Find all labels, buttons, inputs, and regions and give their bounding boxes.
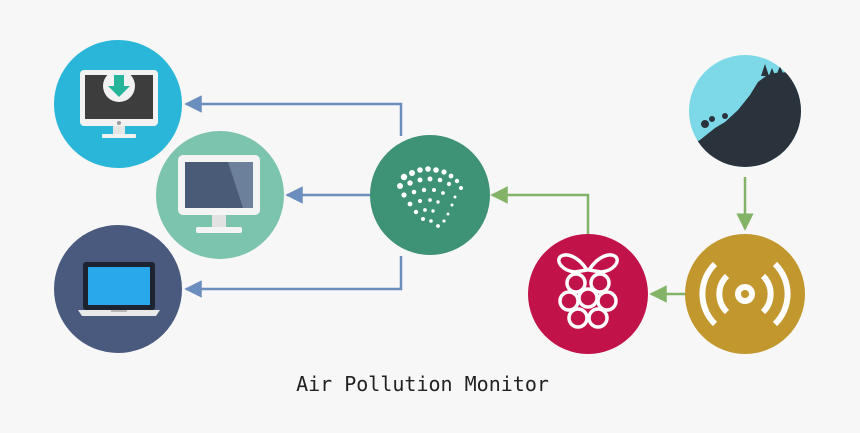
node-raspberry-pi	[528, 234, 648, 354]
node-laptop	[54, 225, 182, 353]
edge-iota-to-laptop	[184, 256, 403, 298]
edge-raspberry-pi-to-iota	[490, 186, 590, 235]
wireless-sensor-icon	[699, 261, 791, 327]
mountain-icon	[690, 64, 801, 167]
node-desktop-monitor	[156, 131, 284, 259]
iota-logo-icon	[397, 166, 463, 228]
edges	[184, 95, 754, 303]
laptop-icon	[78, 262, 160, 316]
node-iota	[370, 135, 490, 255]
node-environment	[689, 55, 801, 167]
diagram-caption: Air Pollution Monitor	[296, 372, 549, 396]
raspberry-pi-icon	[557, 253, 619, 329]
desktop-monitor-icon	[178, 155, 260, 233]
node-sensor	[685, 234, 805, 354]
node-download-monitor	[54, 40, 182, 168]
download-monitor-icon	[80, 70, 158, 138]
edge-iota-to-download-monitor	[184, 95, 403, 136]
